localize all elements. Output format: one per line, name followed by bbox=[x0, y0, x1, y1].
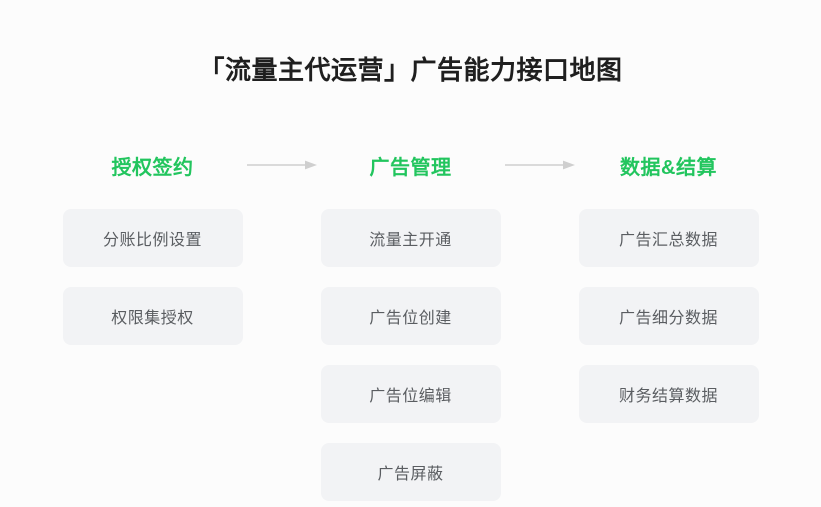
arrow-right-icon bbox=[504, 160, 575, 170]
flow-card-label: 分账比例设置 bbox=[102, 232, 202, 249]
flow-board: 授权签约 分账比例设置 权限集授权 广告管理 流量主开通 bbox=[0, 140, 821, 501]
flow-card[interactable]: 广告位编辑 bbox=[320, 365, 501, 423]
flow-card[interactable]: 广告汇总数据 bbox=[578, 209, 759, 267]
flow-card-label: 财务结算数据 bbox=[618, 388, 718, 405]
flow-card[interactable]: 广告位创建 bbox=[320, 287, 501, 345]
arrow-right-icon bbox=[246, 160, 317, 170]
flow-card[interactable]: 广告细分数据 bbox=[578, 287, 759, 345]
flow-card-label: 广告位创建 bbox=[369, 310, 452, 327]
connector-slot-2 bbox=[501, 140, 579, 190]
flow-card-label: 流量主开通 bbox=[369, 232, 452, 249]
flow-card[interactable]: 广告屏蔽 bbox=[320, 443, 501, 501]
flow-column-ad-management: 广告管理 流量主开通 广告位创建 广告位编辑 广告屏蔽 bbox=[320, 140, 501, 501]
flow-column-data-settlement: 数据&结算 广告汇总数据 广告细分数据 财务结算数据 bbox=[578, 140, 759, 423]
flow-card[interactable]: 分账比例设置 bbox=[62, 209, 243, 267]
flow-card-label: 广告位编辑 bbox=[369, 388, 452, 405]
flow-card[interactable]: 财务结算数据 bbox=[578, 365, 759, 423]
column-header-ad-management: 广告管理 bbox=[369, 156, 452, 179]
flow-card-label: 广告屏蔽 bbox=[377, 466, 444, 483]
flow-card-label: 广告汇总数据 bbox=[618, 232, 718, 249]
flow-card-label: 权限集授权 bbox=[111, 310, 194, 327]
card-list-data-settlement: 广告汇总数据 广告细分数据 财务结算数据 bbox=[578, 190, 759, 423]
flow-card[interactable]: 流量主开通 bbox=[320, 209, 501, 267]
connector-slot-1 bbox=[243, 140, 321, 190]
card-list-ad-management: 流量主开通 广告位创建 广告位编辑 广告屏蔽 bbox=[320, 190, 501, 501]
card-list-authorization: 分账比例设置 权限集授权 bbox=[62, 190, 243, 345]
page-title: 「流量主代运营」广告能力接口地图 bbox=[198, 55, 623, 85]
column-header-authorization: 授权签约 bbox=[111, 156, 194, 179]
column-header-data-settlement: 数据&结算 bbox=[620, 156, 717, 179]
flow-column-authorization: 授权签约 分账比例设置 权限集授权 bbox=[62, 140, 243, 345]
flow-card[interactable]: 权限集授权 bbox=[62, 287, 243, 345]
flow-card-label: 广告细分数据 bbox=[618, 310, 718, 327]
